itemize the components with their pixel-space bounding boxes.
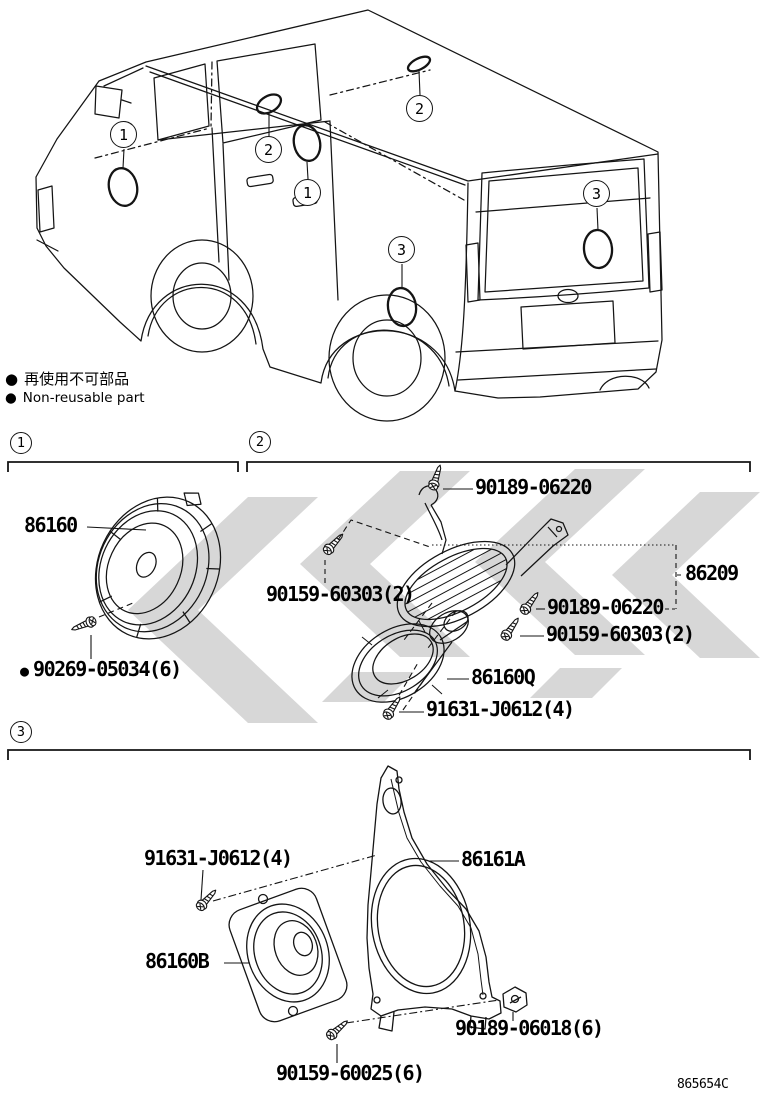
sliding-door-window [216, 43, 322, 144]
van-callout-front-door-left: 1 [110, 121, 137, 148]
section-brackets [7, 461, 751, 760]
section1-header-circle: 1 [10, 432, 32, 454]
rear-window [477, 158, 650, 301]
part-label-91631-J0612-s2: 91631-J0612(4) [426, 697, 575, 721]
rear-wheel [328, 294, 446, 422]
part-label-86161A: 86161A [461, 847, 526, 871]
part-label-90159-60303-left: 90159-60303(2) [266, 582, 415, 606]
non-reusable-bullet-icon: ● [20, 662, 30, 680]
door-handle [246, 173, 274, 188]
section1-speaker-assembly [69, 492, 222, 659]
bullet-icon: ● [5, 390, 17, 406]
part-label-86160B: 86160B [145, 949, 210, 973]
figure-number: 865654C [677, 1077, 729, 1092]
rear-emblem [557, 288, 579, 304]
license-garnish [520, 300, 616, 350]
part-label-86160Q: 86160Q [471, 665, 536, 689]
legend-non-reusable-en: ● Non-reusable part [5, 390, 145, 406]
van-callout-roof-right: 2 [406, 95, 433, 122]
rear-bumper [455, 340, 659, 381]
part-label-86209: 86209 [685, 561, 739, 585]
section2-bracket-assembly [320, 462, 684, 722]
part-label-90159-60303-right: 90159-60303(2) [546, 622, 695, 646]
legend-non-reusable-jp: ● 再使用不可部品 [5, 368, 129, 389]
section3-panel-assembly [193, 765, 528, 1063]
section3-leader-lines [200, 854, 514, 1063]
callout-leader-lines [122, 70, 599, 288]
speaker-location-markers [107, 55, 614, 328]
front-wheel [150, 239, 254, 353]
van-callout-front-door-inner: 1 [294, 179, 321, 206]
legend-jp-text: 再使用不可部品 [24, 370, 130, 388]
part-label-90189-06018: 90189-06018(6) [455, 1016, 604, 1040]
section2-leader-lines [324, 488, 684, 713]
part-label-86160: 86160 [24, 513, 78, 537]
section3-header-circle: 3 [10, 721, 32, 743]
bullet-icon: ● [5, 369, 19, 388]
part-number-text: 90269-05034(6) [33, 657, 182, 681]
legend-en-text: Non-reusable part [22, 390, 145, 406]
van-drawing [35, 9, 663, 422]
section2-header-circle: 2 [249, 431, 271, 453]
part-label-90159-60025: 90159-60025(6) [276, 1061, 425, 1085]
van-callout-rear-quarter-right: 3 [583, 180, 610, 207]
side-mirror [94, 85, 132, 119]
watermark-logo [128, 469, 760, 723]
part-label-90189-06220-mid: 90189-06220 [547, 595, 664, 619]
part-label-90269-05034: ●90269-05034(6) [20, 657, 182, 681]
part-label-91631-J0612-s3: 91631-J0612(4) [144, 846, 293, 870]
grommet-clip [502, 986, 528, 1013]
van-callout-rear-quarter-left: 3 [388, 236, 415, 263]
front-door-window [153, 63, 210, 141]
part-label-90189-06220-top: 90189-06220 [475, 475, 592, 499]
van-callout-b-pillar-left: 2 [255, 136, 282, 163]
